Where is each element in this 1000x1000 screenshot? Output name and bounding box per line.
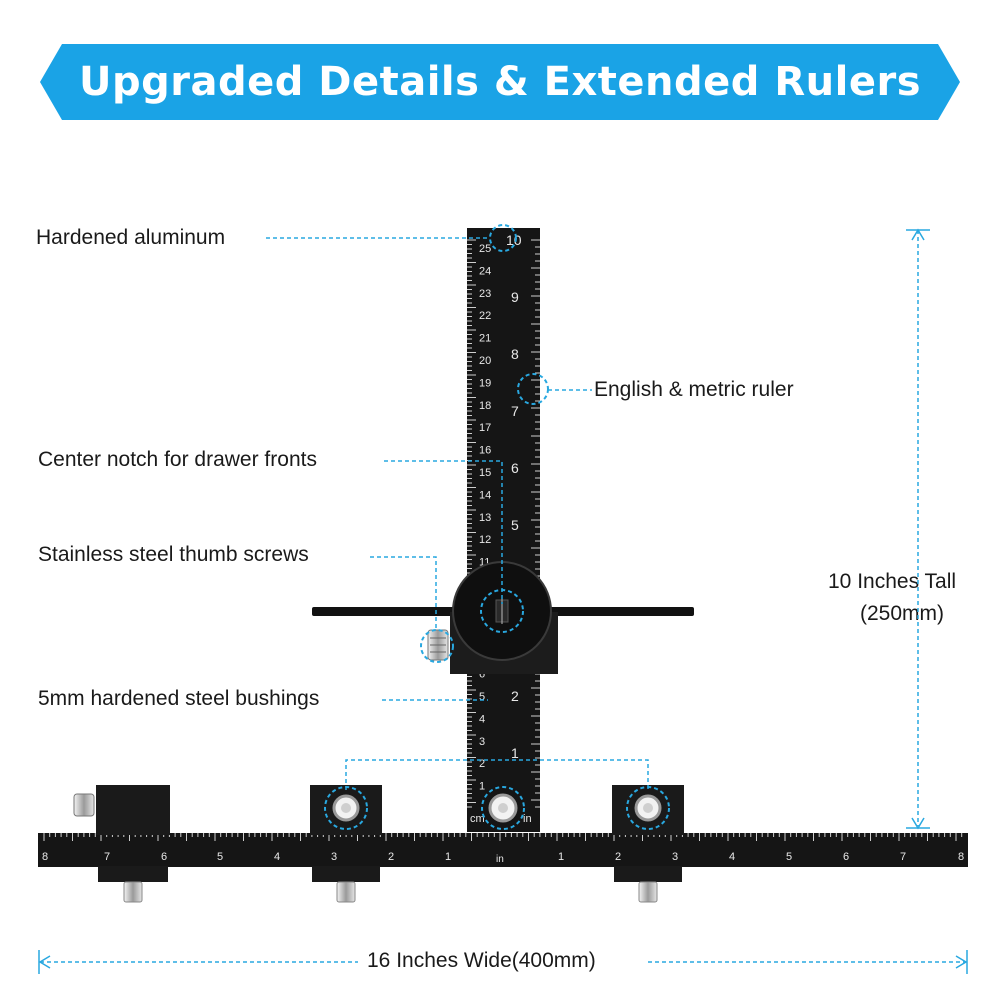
horizontal-label-in: 2 bbox=[615, 851, 621, 863]
horizontal-label-end: 8 bbox=[42, 851, 48, 863]
horizontal-label-end: 8 bbox=[958, 851, 964, 863]
highlight-bushing-center bbox=[481, 786, 525, 830]
vertical-label-in: 1 bbox=[511, 745, 519, 761]
callout-english-metric-ruler: English & metric ruler bbox=[594, 378, 794, 401]
vertical-label-in: 9 bbox=[511, 289, 519, 305]
horizontal-label-in: 2 bbox=[388, 851, 394, 863]
vertical-unit-cm: cm bbox=[470, 813, 485, 825]
vertical-label-cm: 14 bbox=[479, 489, 491, 501]
vertical-label-in: 10 bbox=[506, 232, 522, 248]
horizontal-ruler: 7 6 5 4 3 2 1 1 2 3 4 5 6 7 8 8 in bbox=[38, 833, 968, 867]
callout-hardened-aluminum: Hardened aluminum bbox=[36, 226, 226, 249]
vertical-label-in: 6 bbox=[511, 460, 519, 476]
vertical-label-cm: 4 bbox=[479, 713, 485, 725]
leader-bushing-links bbox=[345, 759, 649, 790]
highlight-ruler bbox=[517, 373, 549, 405]
banner-title: Upgraded Details & Extended Rulers bbox=[78, 59, 922, 105]
highlight-bushing-right bbox=[626, 786, 670, 830]
vertical-label-in: 7 bbox=[511, 403, 519, 419]
horizontal-unit-in: in bbox=[496, 854, 504, 865]
horizontal-label-in: 4 bbox=[274, 851, 280, 863]
highlight-screw bbox=[420, 629, 454, 663]
vertical-label-cm: 25 bbox=[479, 243, 491, 255]
horizontal-label-in: 3 bbox=[672, 851, 678, 863]
end-stop-block bbox=[73, 785, 170, 903]
bushing-block-right bbox=[612, 785, 684, 903]
vertical-label-in: 2 bbox=[511, 688, 519, 704]
width-dimension-label: 16 Inches Wide(400mm) bbox=[367, 949, 596, 972]
horizontal-label-in: 3 bbox=[331, 851, 337, 863]
horizontal-label-in: 6 bbox=[843, 851, 849, 863]
leader-screws bbox=[370, 556, 437, 630]
horizontal-label-in: 6 bbox=[161, 851, 167, 863]
horizontal-label-in: 5 bbox=[786, 851, 792, 863]
vertical-label-cm: 3 bbox=[479, 736, 485, 748]
callout-steel-bushings: 5mm hardened steel bushings bbox=[38, 687, 320, 710]
vertical-label-cm: 22 bbox=[479, 310, 491, 322]
vertical-label-cm: 17 bbox=[479, 422, 491, 434]
highlight-aluminum bbox=[489, 224, 517, 252]
bushing-center bbox=[488, 793, 518, 823]
callout-thumb-screws: Stainless steel thumb screws bbox=[38, 543, 309, 566]
horizontal-label-in: 5 bbox=[217, 851, 223, 863]
vertical-label-cm: 6 bbox=[479, 669, 485, 681]
horizontal-label-in: 1 bbox=[558, 851, 564, 863]
vertical-unit-in: in bbox=[523, 813, 532, 825]
vertical-label-cm: 1 bbox=[479, 781, 485, 793]
highlight-bushing-left bbox=[324, 786, 368, 830]
vertical-label-in: 5 bbox=[511, 517, 519, 533]
horizontal-label-in: 7 bbox=[104, 851, 110, 863]
vertical-label-in: 8 bbox=[511, 346, 519, 362]
horizontal-label-in: 7 bbox=[900, 851, 906, 863]
vertical-label-cm: 21 bbox=[479, 333, 491, 345]
callout-center-notch: Center notch for drawer fronts bbox=[38, 448, 317, 471]
vertical-label-cm: 24 bbox=[479, 265, 491, 277]
vertical-label-cm: 2 bbox=[479, 758, 485, 770]
highlight-notch bbox=[480, 589, 524, 633]
thumb-screw-icon bbox=[427, 629, 449, 661]
horizontal-label-in: 1 bbox=[445, 851, 451, 863]
horizontal-label-in: 4 bbox=[729, 851, 735, 863]
width-dimension-line bbox=[38, 950, 968, 974]
bushing-block-left bbox=[310, 785, 382, 903]
vertical-label-cm: 11 bbox=[479, 557, 490, 569]
height-dimension-line bbox=[906, 228, 930, 830]
height-dimension-label: 10 Inches Tall bbox=[828, 570, 957, 593]
vertical-ruler: 2524232221201918171615141312111098765432… bbox=[467, 228, 540, 832]
vertical-label-cm: 12 bbox=[479, 534, 491, 546]
vertical-label-cm: 19 bbox=[479, 377, 491, 389]
title-banner bbox=[40, 44, 960, 120]
vertical-label-cm: 23 bbox=[479, 288, 491, 300]
vertical-label-cm: 16 bbox=[479, 445, 491, 457]
vertical-label-cm: 13 bbox=[479, 512, 491, 524]
vertical-label-cm: 15 bbox=[479, 467, 491, 479]
height-dimension-mm: (250mm) bbox=[860, 602, 945, 625]
vertical-label-cm: 20 bbox=[479, 355, 491, 367]
vertical-label-cm: 18 bbox=[479, 400, 491, 412]
leader-notch bbox=[384, 460, 503, 604]
vertical-label-cm: 5 bbox=[479, 691, 485, 703]
